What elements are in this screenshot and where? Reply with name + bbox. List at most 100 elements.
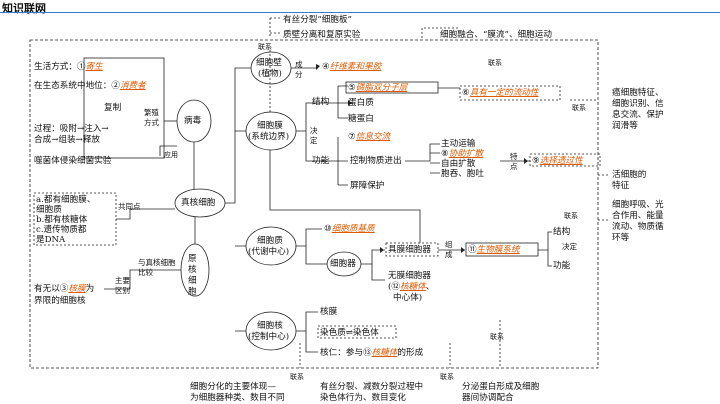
form-label: 组成 bbox=[445, 240, 453, 259]
right-note: 环等 bbox=[612, 233, 630, 243]
right-note: 癌细胞特征、 bbox=[612, 88, 664, 98]
membrane-oval bbox=[245, 111, 297, 151]
common-item: a.都有细胞膜、 bbox=[36, 195, 96, 205]
link-label: 联系 bbox=[258, 43, 272, 51]
compare-label: 与真核细胞比较 bbox=[138, 258, 176, 277]
answer-10: 细胞质基质 bbox=[331, 224, 375, 234]
link-label: 联系 bbox=[564, 212, 578, 220]
diff-label: 有无以③核膜为 bbox=[34, 284, 95, 294]
process-label-1: 过程：吸附→注入→ bbox=[34, 124, 109, 134]
membrane-fusion-note: 细胞融合、“膜流”、细胞运动 bbox=[440, 30, 552, 40]
endocytosis-label: 胞吞、胞吐 bbox=[441, 169, 484, 179]
main-diff-label: 主要区别 bbox=[115, 276, 130, 295]
virus-title: 病毒 bbox=[184, 116, 202, 126]
nuclear-envelope-label: 核膜 bbox=[320, 307, 338, 317]
header: 知识联网 bbox=[0, 0, 720, 15]
link-label: 联系 bbox=[440, 373, 454, 381]
membrane-subtitle: (系统边界) bbox=[248, 132, 290, 142]
wall-subtitle: (植物) bbox=[258, 69, 282, 79]
cytoplasm-title: 细胞质 bbox=[257, 236, 283, 246]
right-note: 特征 bbox=[612, 181, 630, 191]
right-note: 息交流、保护 bbox=[612, 110, 664, 120]
bottom-note: 有丝分裂、减数分裂过程中 bbox=[320, 382, 424, 392]
copy-label: 复制 bbox=[104, 103, 122, 113]
nucleus-subtitle: (控制中心) bbox=[248, 332, 290, 342]
membrane-answer-7: ⑦信息交流 bbox=[348, 132, 391, 142]
cytoplasm-answer-10: ⑩细胞质基质 bbox=[324, 224, 375, 234]
chromatin-label: 染色质⇌染色体 bbox=[320, 328, 379, 338]
right-note: 活细胞的 bbox=[612, 170, 647, 180]
link-label: 联系 bbox=[572, 104, 586, 112]
common-item: b.都有核糖体 bbox=[36, 215, 88, 225]
membrane-title: 细胞膜 bbox=[257, 121, 283, 131]
membrane-organelle-label: 具膜细胞器 bbox=[388, 245, 431, 255]
link-label: 联系 bbox=[488, 59, 502, 67]
bottom-note: 器间协调配合 bbox=[462, 393, 514, 403]
bottom-note: 为细胞器种类、数目不同 bbox=[190, 393, 285, 403]
function-label-2: 功能 bbox=[553, 261, 571, 271]
common-item: c.遗传物质都 bbox=[36, 225, 87, 235]
answer-6: 具有一定的流动性 bbox=[469, 88, 539, 98]
membrane-answer-6: ⑥具有一定的流动性 bbox=[462, 88, 539, 98]
right-note: 细胞识别、信 bbox=[612, 99, 664, 109]
right-note: 合作用、能量 bbox=[612, 211, 664, 221]
structure-label: 结构 bbox=[312, 97, 330, 107]
answer-12: 核糖体 bbox=[399, 282, 426, 292]
organelle-label: 细胞器 bbox=[330, 259, 356, 269]
nucleus-oval bbox=[245, 311, 297, 351]
repro-label: 繁殖方式 bbox=[144, 108, 159, 127]
barrier-label: 屏障保护 bbox=[350, 181, 385, 191]
cytoplasm-answer-12: (⑫核糖体、 bbox=[388, 282, 435, 292]
control-label: 控制物质进出 bbox=[350, 156, 402, 166]
composition-label: 成分 bbox=[295, 60, 303, 79]
answer-3: 核膜 bbox=[68, 284, 86, 294]
right-note: 流动、物质循 bbox=[612, 222, 664, 232]
process-label-2: 合成→组装→释放 bbox=[34, 135, 100, 145]
free-diffusion-label: 自由扩散 bbox=[441, 159, 476, 169]
right-note: 润滑等 bbox=[612, 121, 638, 131]
answer-8: 协助扩散 bbox=[448, 149, 484, 159]
header-divider bbox=[0, 12, 720, 13]
membrane-answer-8: ⑧协助扩散 bbox=[441, 149, 484, 159]
protein-label: 蛋白质 bbox=[348, 98, 374, 108]
apply-label: 应用 bbox=[164, 151, 178, 159]
function-label: 功能 bbox=[312, 156, 330, 166]
link-label: 联系 bbox=[290, 373, 304, 381]
membrane-answer-9: ⑨选择透过性 bbox=[532, 156, 583, 166]
bottom-note: 细胞分化的主要体现— bbox=[190, 382, 276, 392]
cytoplasm-answer-11: ⑪生物膜系统 bbox=[468, 245, 520, 255]
page-title: 知识联网 bbox=[2, 2, 46, 15]
structure-label-2: 结构 bbox=[553, 227, 571, 237]
eukaryote-title: 真核细胞 bbox=[181, 198, 216, 208]
nucleolus-label: 核仁：参与⑬核糖体的形成 bbox=[320, 348, 424, 358]
centrosome-label: 中心体) bbox=[393, 293, 423, 303]
answer-1: 寄生 bbox=[85, 62, 103, 72]
bottom-note: 染色体行为、数目变化 bbox=[320, 393, 406, 403]
virus-bracket bbox=[83, 57, 165, 159]
cell-plate-note: 有丝分裂“细胞板” bbox=[283, 15, 352, 25]
virus-life-label: 生活方式：①寄生 bbox=[34, 62, 103, 72]
wall-title: 细胞壁 bbox=[256, 58, 282, 68]
virus-eco-label: 在生态系统中地位：②消费者 bbox=[34, 81, 146, 91]
active-transport-label: 主动运输 bbox=[441, 139, 476, 149]
wall-composition: ④纤维素和果胶 bbox=[322, 62, 382, 72]
nucleus-title: 细胞核 bbox=[257, 321, 283, 331]
cytoplasm-subtitle: (代谢中心) bbox=[248, 247, 290, 257]
right-note: 细胞呼吸、光 bbox=[612, 200, 664, 210]
common-label: 共同点 bbox=[118, 202, 141, 211]
non-membrane-organelle-label: 无膜细胞器 bbox=[388, 271, 431, 281]
cell-wall-oval bbox=[250, 51, 292, 85]
bottom-note: 分泌蛋白形成及细胞 bbox=[462, 382, 540, 392]
common-item: 细胞质 bbox=[36, 205, 62, 215]
answer-9: 选择透过性 bbox=[539, 156, 583, 166]
diff-label-2: 界限的细胞核 bbox=[34, 296, 86, 306]
feature-label: 特点 bbox=[510, 152, 518, 171]
membrane-answer-5: ⑤磷脂双分子层 bbox=[348, 83, 408, 93]
outer-frame bbox=[29, 39, 599, 369]
decide-label-2: 决定 bbox=[562, 242, 577, 251]
answer-11: 生物膜系统 bbox=[476, 245, 520, 255]
phage-experiment-label: 噬菌体侵染细菌实验 bbox=[34, 156, 112, 166]
glycoprotein-label: 糖蛋白 bbox=[348, 114, 374, 124]
common-item: 是DNA bbox=[36, 235, 66, 245]
